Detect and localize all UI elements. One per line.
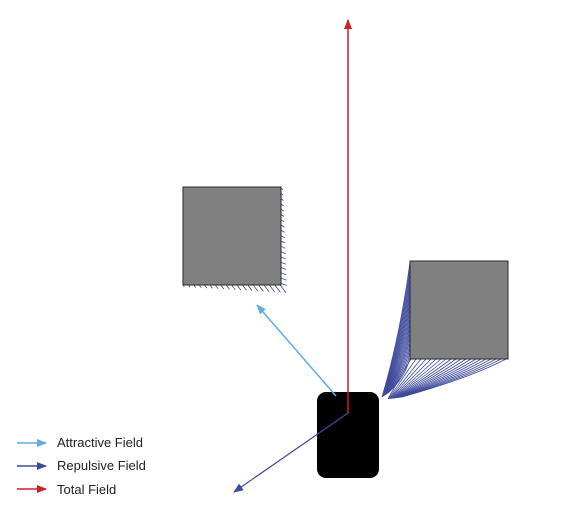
legend-item-total: Total Field — [17, 482, 116, 497]
field-line — [391, 358, 437, 399]
field-line — [231, 284, 236, 291]
field-line — [280, 272, 287, 276]
field-line — [280, 277, 287, 281]
field-line — [280, 235, 285, 239]
field-line — [258, 284, 264, 292]
field-line — [395, 358, 467, 399]
field-line — [398, 358, 482, 398]
field-line — [387, 346, 411, 394]
field-line — [280, 256, 286, 260]
legend-repulsive-label: Repulsive Field — [57, 458, 146, 473]
field-line — [392, 358, 447, 399]
field-line — [274, 284, 281, 293]
field-line — [384, 306, 411, 396]
field-line — [263, 284, 270, 293]
field-line — [280, 224, 285, 228]
field-line — [392, 358, 442, 399]
legend-item-attractive: Attractive Field — [17, 435, 143, 450]
obstacle-left — [182, 186, 282, 286]
field-line — [382, 271, 411, 397]
field-line — [279, 284, 287, 293]
field-line — [388, 358, 417, 400]
field-line — [280, 267, 287, 270]
field-line — [396, 358, 472, 399]
field-line — [252, 284, 259, 292]
field-line — [269, 284, 276, 293]
field-line — [386, 336, 411, 395]
field-line — [280, 261, 286, 265]
field-line — [209, 284, 213, 289]
field-line — [387, 358, 412, 400]
legend: Attractive Field Repulsive Field Total F… — [17, 435, 146, 497]
field-line — [280, 245, 286, 249]
field-line — [215, 284, 219, 290]
attractive-field-arrow — [256, 304, 337, 397]
field-line — [236, 284, 242, 291]
field-line — [280, 230, 285, 233]
field-line — [225, 284, 230, 290]
field-line — [387, 356, 411, 394]
field-line — [382, 276, 411, 397]
field-line — [394, 358, 457, 399]
field-line — [204, 284, 208, 289]
field-line — [397, 358, 477, 398]
robot — [317, 392, 379, 478]
field-line — [280, 219, 285, 223]
field-line — [401, 358, 507, 398]
legend-attractive-label: Attractive Field — [57, 435, 143, 450]
field-line — [389, 358, 422, 400]
legend-total-label: Total Field — [57, 482, 116, 497]
field-line — [395, 358, 462, 399]
field-line — [247, 284, 253, 292]
legend-item-repulsive: Repulsive Field — [17, 458, 146, 473]
obstacle-right — [409, 260, 509, 360]
field-line — [390, 358, 432, 399]
field-line — [242, 284, 247, 291]
obstacle-2-field-lines — [381, 261, 507, 400]
field-line — [393, 358, 452, 399]
field-line — [389, 358, 427, 399]
field-line — [220, 284, 225, 290]
field-line — [398, 358, 487, 398]
field-line — [280, 240, 286, 244]
repulsive-field-arrow — [233, 412, 349, 493]
field-line — [280, 283, 287, 286]
field-line — [280, 251, 286, 254]
